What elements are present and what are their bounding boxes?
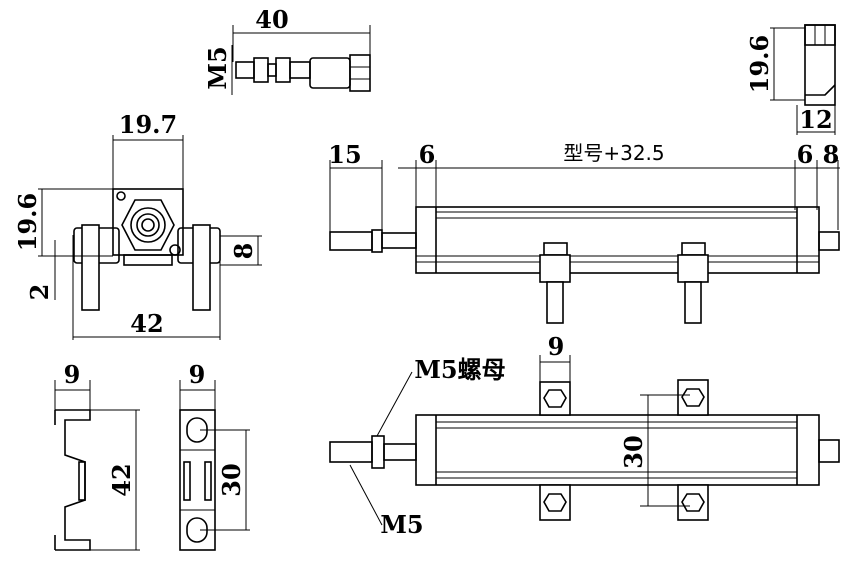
connector-thread-label: M5 [203,46,232,89]
thread-label: M5 [380,510,423,539]
connector-length-label: 40 [255,5,288,34]
clip-width-label: 12 [799,105,832,134]
bracket-height-label: 8 [229,243,258,260]
end-offset-label: 2 [25,284,54,301]
end-height-label: 19.6 [13,193,42,251]
mount-span-label: 42 [130,309,163,338]
bracket-profile-view: 9 42 [54,360,140,551]
end-view: 19.7 19.6 2 8 42 [13,110,262,340]
front-width-label: 9 [189,360,206,389]
right-end-label: 8 [823,140,840,169]
bracket-front-view: 9 30 [179,360,250,551]
hole-spacing-label: 30 [217,463,246,496]
end-width-label: 19.7 [119,110,177,139]
profile-width-label: 9 [64,360,81,389]
rod-length-label: 15 [328,140,361,169]
top-right-clip-view: 19.6 12 [745,24,836,135]
left-cap-label: 6 [419,140,436,169]
top-view: M5螺母 M5 9 30 [329,332,840,539]
top-connector-view: 40 M5 [203,5,371,95]
side-view: 15 6 型号+32.5 6 8 [328,140,840,324]
body-length-label: 型号+32.5 [563,141,664,165]
block-spacing-label: 30 [619,435,648,468]
clip-height-label: 19.6 [745,35,774,93]
block-width-label: 9 [548,332,565,361]
right-cap-label: 6 [797,140,814,169]
nut-label: M5螺母 [414,355,505,384]
profile-height-label: 42 [107,463,136,496]
